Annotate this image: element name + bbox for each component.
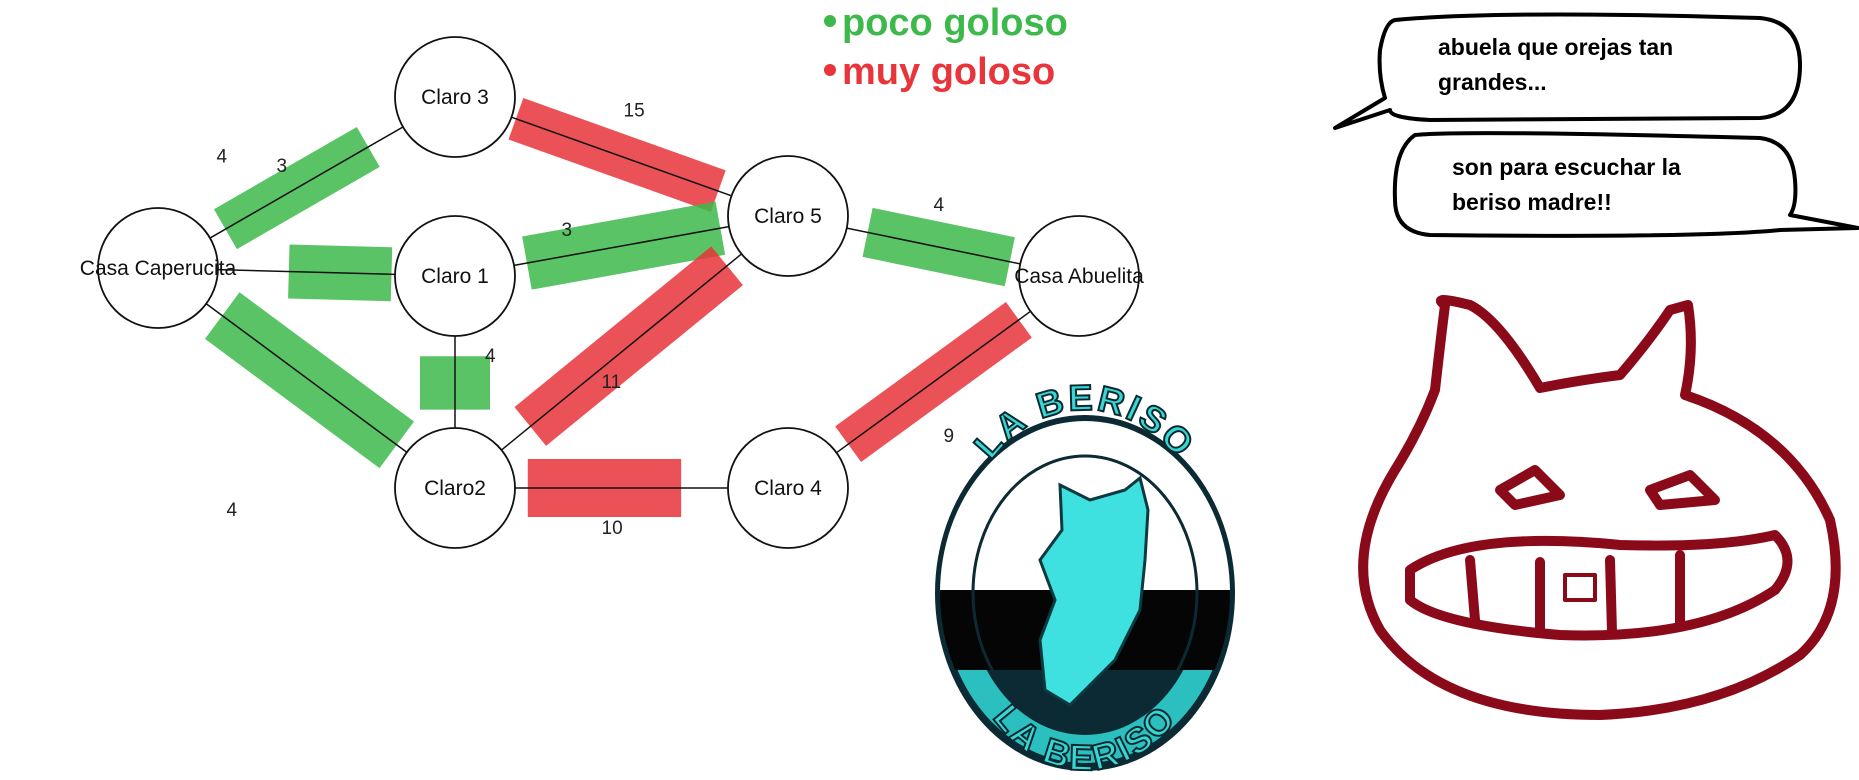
- edge-casa_caperucita-claro2: [205, 303, 408, 453]
- node-circle-casa_caperucita: [97, 207, 219, 329]
- edge-weight-casa_caperucita-claro3: 4: [217, 147, 228, 168]
- node-circle-casa_abuelita: [1018, 215, 1140, 337]
- edge-weight-claro5-casa_abuelita: 4: [934, 195, 945, 216]
- edge-weight-claro1-claro5: 3: [562, 220, 573, 241]
- node-circle-claro1: [394, 215, 516, 337]
- node-circle-claro5: [727, 155, 849, 277]
- node-circle-claro3: [394, 36, 516, 158]
- node-circle-claro2: [394, 427, 516, 549]
- legend-label-poco-goloso: poco goloso: [842, 2, 1068, 44]
- cat-left-eye: [1495, 465, 1565, 510]
- legend-dot-green: [824, 15, 836, 27]
- legend: poco goloso muy goloso: [824, 2, 1068, 93]
- edge-casa_caperucita-claro3: [209, 126, 404, 239]
- la-beriso-logo: LA BERISO LA BERISO: [935, 376, 1235, 779]
- edge-weight-claro1-claro2: 4: [485, 346, 496, 367]
- wolf-head-icon: [1038, 475, 1150, 707]
- node-label-claro4: Claro 4: [754, 477, 822, 500]
- edge-weight-claro2-claro5: 11: [602, 372, 622, 393]
- node-label-claro3: Claro 3: [421, 86, 489, 109]
- edge-weight-claro3-claro5: 15: [624, 101, 645, 122]
- edge-claro3-claro5: [511, 116, 732, 197]
- graph-edges: [205, 116, 1031, 489]
- edge-casa_caperucita-claro1: [217, 268, 396, 276]
- node-circle-claro4: [727, 427, 849, 549]
- cat-head-outline: [1358, 295, 1841, 720]
- speech-bubble-2: son para escuchar la beriso madre!!: [1392, 131, 1859, 238]
- node-label-claro2: Claro2: [424, 477, 486, 500]
- edge-weight-claro2-claro4: 10: [602, 518, 623, 539]
- legend-label-muy-goloso: muy goloso: [842, 51, 1055, 93]
- node-label-claro5: Claro 5: [754, 205, 822, 228]
- logo-inner-circle-outline: [971, 454, 1199, 732]
- edge-claro1-claro5: [513, 225, 730, 267]
- node-label-claro1: Claro 1: [421, 265, 489, 288]
- edge-weight-casa_caperucita-claro1: 3: [277, 156, 288, 177]
- graph-nodes: Casa Caperucita Claro 3 Claro 1 Claro2 Claro…: [80, 36, 1144, 549]
- speech-bubble-1-line-2: grandes...: [1438, 69, 1547, 95]
- speech-bubble-1-outline: [1333, 12, 1802, 130]
- speech-bubble-1: abuela que orejas tan grandes...: [1333, 12, 1802, 130]
- edge-weight-casa_caperucita-claro2: 4: [227, 500, 238, 521]
- edge-highlights: [204, 98, 1032, 517]
- cat-teeth: [1465, 550, 1685, 637]
- edge-claro2-claro5: [500, 253, 743, 451]
- grinning-cat-face-drawing: [1358, 295, 1841, 720]
- edge-weights: 4 3 4 15 3 4 11 10 4 9: [217, 101, 955, 540]
- edge-weight-claro4-casa_abuelita: 9: [944, 426, 955, 447]
- edge-claro4-casa_abuelita: [836, 310, 1031, 454]
- speech-bubble-1-line-1: abuela que orejas tan: [1438, 34, 1673, 60]
- cat-right-eye: [1645, 470, 1720, 510]
- node-label-casa_caperucita: Casa Caperucita: [80, 257, 237, 280]
- edge-claro5-casa_abuelita: [846, 227, 1021, 265]
- cat-gold-tooth: [1563, 573, 1597, 602]
- speech-bubble-2-line-1: son para escuchar la: [1452, 154, 1681, 180]
- legend-dot-red: [824, 64, 836, 76]
- cat-mouth-outline: [1405, 530, 1793, 641]
- speech-bubble-2-line-2: beriso madre!!: [1452, 189, 1612, 215]
- speech-bubble-2-outline: [1392, 131, 1859, 238]
- node-label-casa_abuelita: Casa Abuelita: [1014, 265, 1144, 288]
